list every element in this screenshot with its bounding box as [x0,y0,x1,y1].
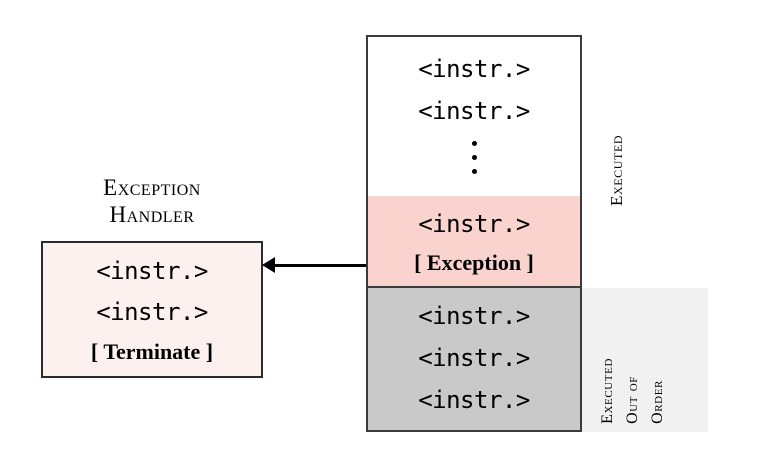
exception-marker: [ Exception ] [414,250,534,275]
exception-to-handler-arrow-head [262,257,275,273]
exception-to-handler-arrow-line [272,264,366,267]
exception-handler-title-line1: Exception [103,175,201,200]
exception-instruction: <instr.> [418,210,530,238]
handler-instruction: <instr.> [96,257,208,285]
executed-label: Executed [607,134,626,206]
executed-instruction: <instr.> [418,55,530,83]
out-of-order-instruction: <instr.> [418,386,530,414]
exception-handler-box: <instr.> <instr.> [ Terminate ] [41,241,263,378]
out-of-order-label-group: Executed Out of Order [599,300,700,424]
vertical-ellipsis-icon [368,141,580,174]
out-of-order-label-line: Out of [624,376,641,424]
instruction-pipeline-box: <instr.> <instr.> <instr.> [ Exception ]… [366,35,582,432]
out-of-order-label-line: Order [649,380,666,424]
handler-instruction: <instr.> [96,298,208,326]
out-of-order-side-panel [582,288,708,432]
exception-handler-title-line2: Handler [109,202,195,228]
out-of-order-instruction: <instr.> [418,344,530,372]
handler-terminate-marker: [ Terminate ] [90,339,214,364]
exception-handler-title: Exception Handler [41,174,263,228]
out-of-order-band: <instr.> <instr.> <instr.> [368,286,580,430]
executed-band: <instr.> <instr.> [368,37,580,196]
exception-band: <instr.> [ Exception ] [368,196,580,286]
out-of-order-label-line: Executed [599,358,616,424]
executed-instruction: <instr.> [418,97,530,125]
out-of-order-instruction: <instr.> [418,302,530,330]
